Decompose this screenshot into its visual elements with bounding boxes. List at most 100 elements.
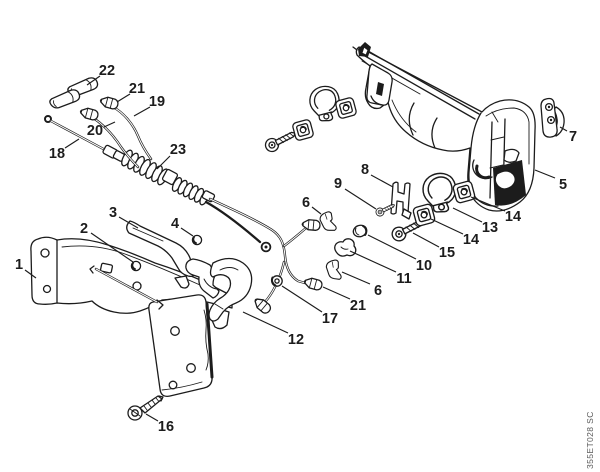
callout-2: 2 [80,221,134,263]
leader-line [344,188,377,210]
leader-line [103,121,116,128]
wiring-harness-drawing [204,197,324,316]
part-number-label: 6 [302,195,310,211]
cap-22-drawing [48,87,82,112]
callout-14: 14 [470,196,521,225]
callout-23: 23 [156,142,186,170]
leader-line [133,106,151,117]
switch-lever-drawing [540,97,565,138]
part-number-label: 10 [416,258,432,274]
callout-22: 22 [86,63,115,86]
callout-14: 14 [430,218,479,248]
part-number-label: 20 [87,123,103,139]
leader-line [116,93,131,103]
lockout-lever-drawing [126,220,196,289]
leader-line [311,206,322,215]
leader-line [370,174,394,188]
throttle-rod-drawing [89,265,164,310]
leader-line [24,269,37,279]
part-number-label: 5 [559,177,567,193]
leader-line [90,232,134,263]
leader-line [86,75,101,86]
clamp-screw-drawing [262,126,299,155]
square-nut-14-drawing [451,179,477,205]
nut-4-drawing [191,234,203,246]
grommet-17-drawing [270,275,283,287]
cable-spring-coils-drawing [121,149,216,206]
callout-13: 13 [452,207,498,236]
part-number-label: 7 [569,129,577,145]
cap-10-drawing [352,224,368,238]
callout-1: 1 [15,257,37,279]
leader-line [430,218,464,235]
callout-11: 11 [349,250,412,287]
part-number-label: 11 [396,271,411,287]
leader-line [281,285,323,313]
part-number-label: 21 [129,81,145,97]
clamp-assembly-left-drawing [262,83,358,155]
part-number-label: 14 [505,209,521,225]
handle-housing-lower-drawing [30,236,233,397]
leader-line [559,126,568,132]
callout-21: 21 [322,286,366,314]
callout-21: 21 [116,81,145,103]
leader-line [412,232,440,248]
callout-8: 8 [361,162,394,188]
callout-17: 17 [281,285,338,327]
wiring-leads-drawing [78,94,153,169]
callout-7: 7 [559,126,577,145]
leader-line [242,311,289,334]
callout-6: 6 [341,271,382,299]
callout-9: 9 [334,176,377,210]
callout-20: 20 [87,121,116,139]
part-number-label: 23 [170,142,186,158]
spade-terminal-21-drawing [302,275,324,292]
part-number-label: 9 [334,176,342,192]
leader-line [367,234,417,260]
callout-12: 12 [242,311,304,348]
spade-terminal-drawing [251,295,273,316]
spade-terminal-21-drawing [98,94,120,111]
leader-line [470,196,506,212]
part-number-label: 21 [350,298,366,314]
callout-3: 3 [109,205,139,229]
leader-line [534,169,556,179]
contact-lever-6-drawing [319,211,337,231]
square-nut-drawing [291,118,315,142]
square-nut-drawing [334,96,358,120]
leader-line [156,155,171,170]
part-number-label: 4 [171,216,179,232]
leader-line [180,227,194,237]
square-nut-14-drawing [411,202,437,228]
part-number-label: 1 [15,257,23,273]
leader-line [118,216,139,229]
part-number-label: 2 [80,221,88,237]
clip-11-drawing [334,238,357,257]
part-number-label: 13 [482,220,498,236]
part-number-label: 17 [322,311,338,327]
throttle-cable-drawing [44,115,126,162]
part-number-label: 12 [288,332,304,348]
contact-lever-6-drawing [324,258,344,281]
callout-16: 16 [145,413,174,435]
part-number-label: 16 [158,419,174,435]
callout-5: 5 [534,169,567,193]
leader-line [452,207,483,223]
part-number-label: 14 [463,232,479,248]
callout-10: 10 [367,234,432,274]
part-number-label: 15 [439,245,455,261]
handle-housing-upper-drawing [352,42,536,212]
figure-code: 355ET028 SC [585,411,595,469]
throttle-trigger-drawing [185,257,253,330]
nut-2-drawing [130,260,142,272]
leader-line [145,413,159,422]
bracket-8-drawing [390,181,412,220]
leader-line [64,138,80,149]
callout-19: 19 [133,94,165,117]
callout-6: 6 [302,195,322,215]
spade-terminal-20-drawing [78,105,100,122]
callout-18: 18 [49,138,80,162]
